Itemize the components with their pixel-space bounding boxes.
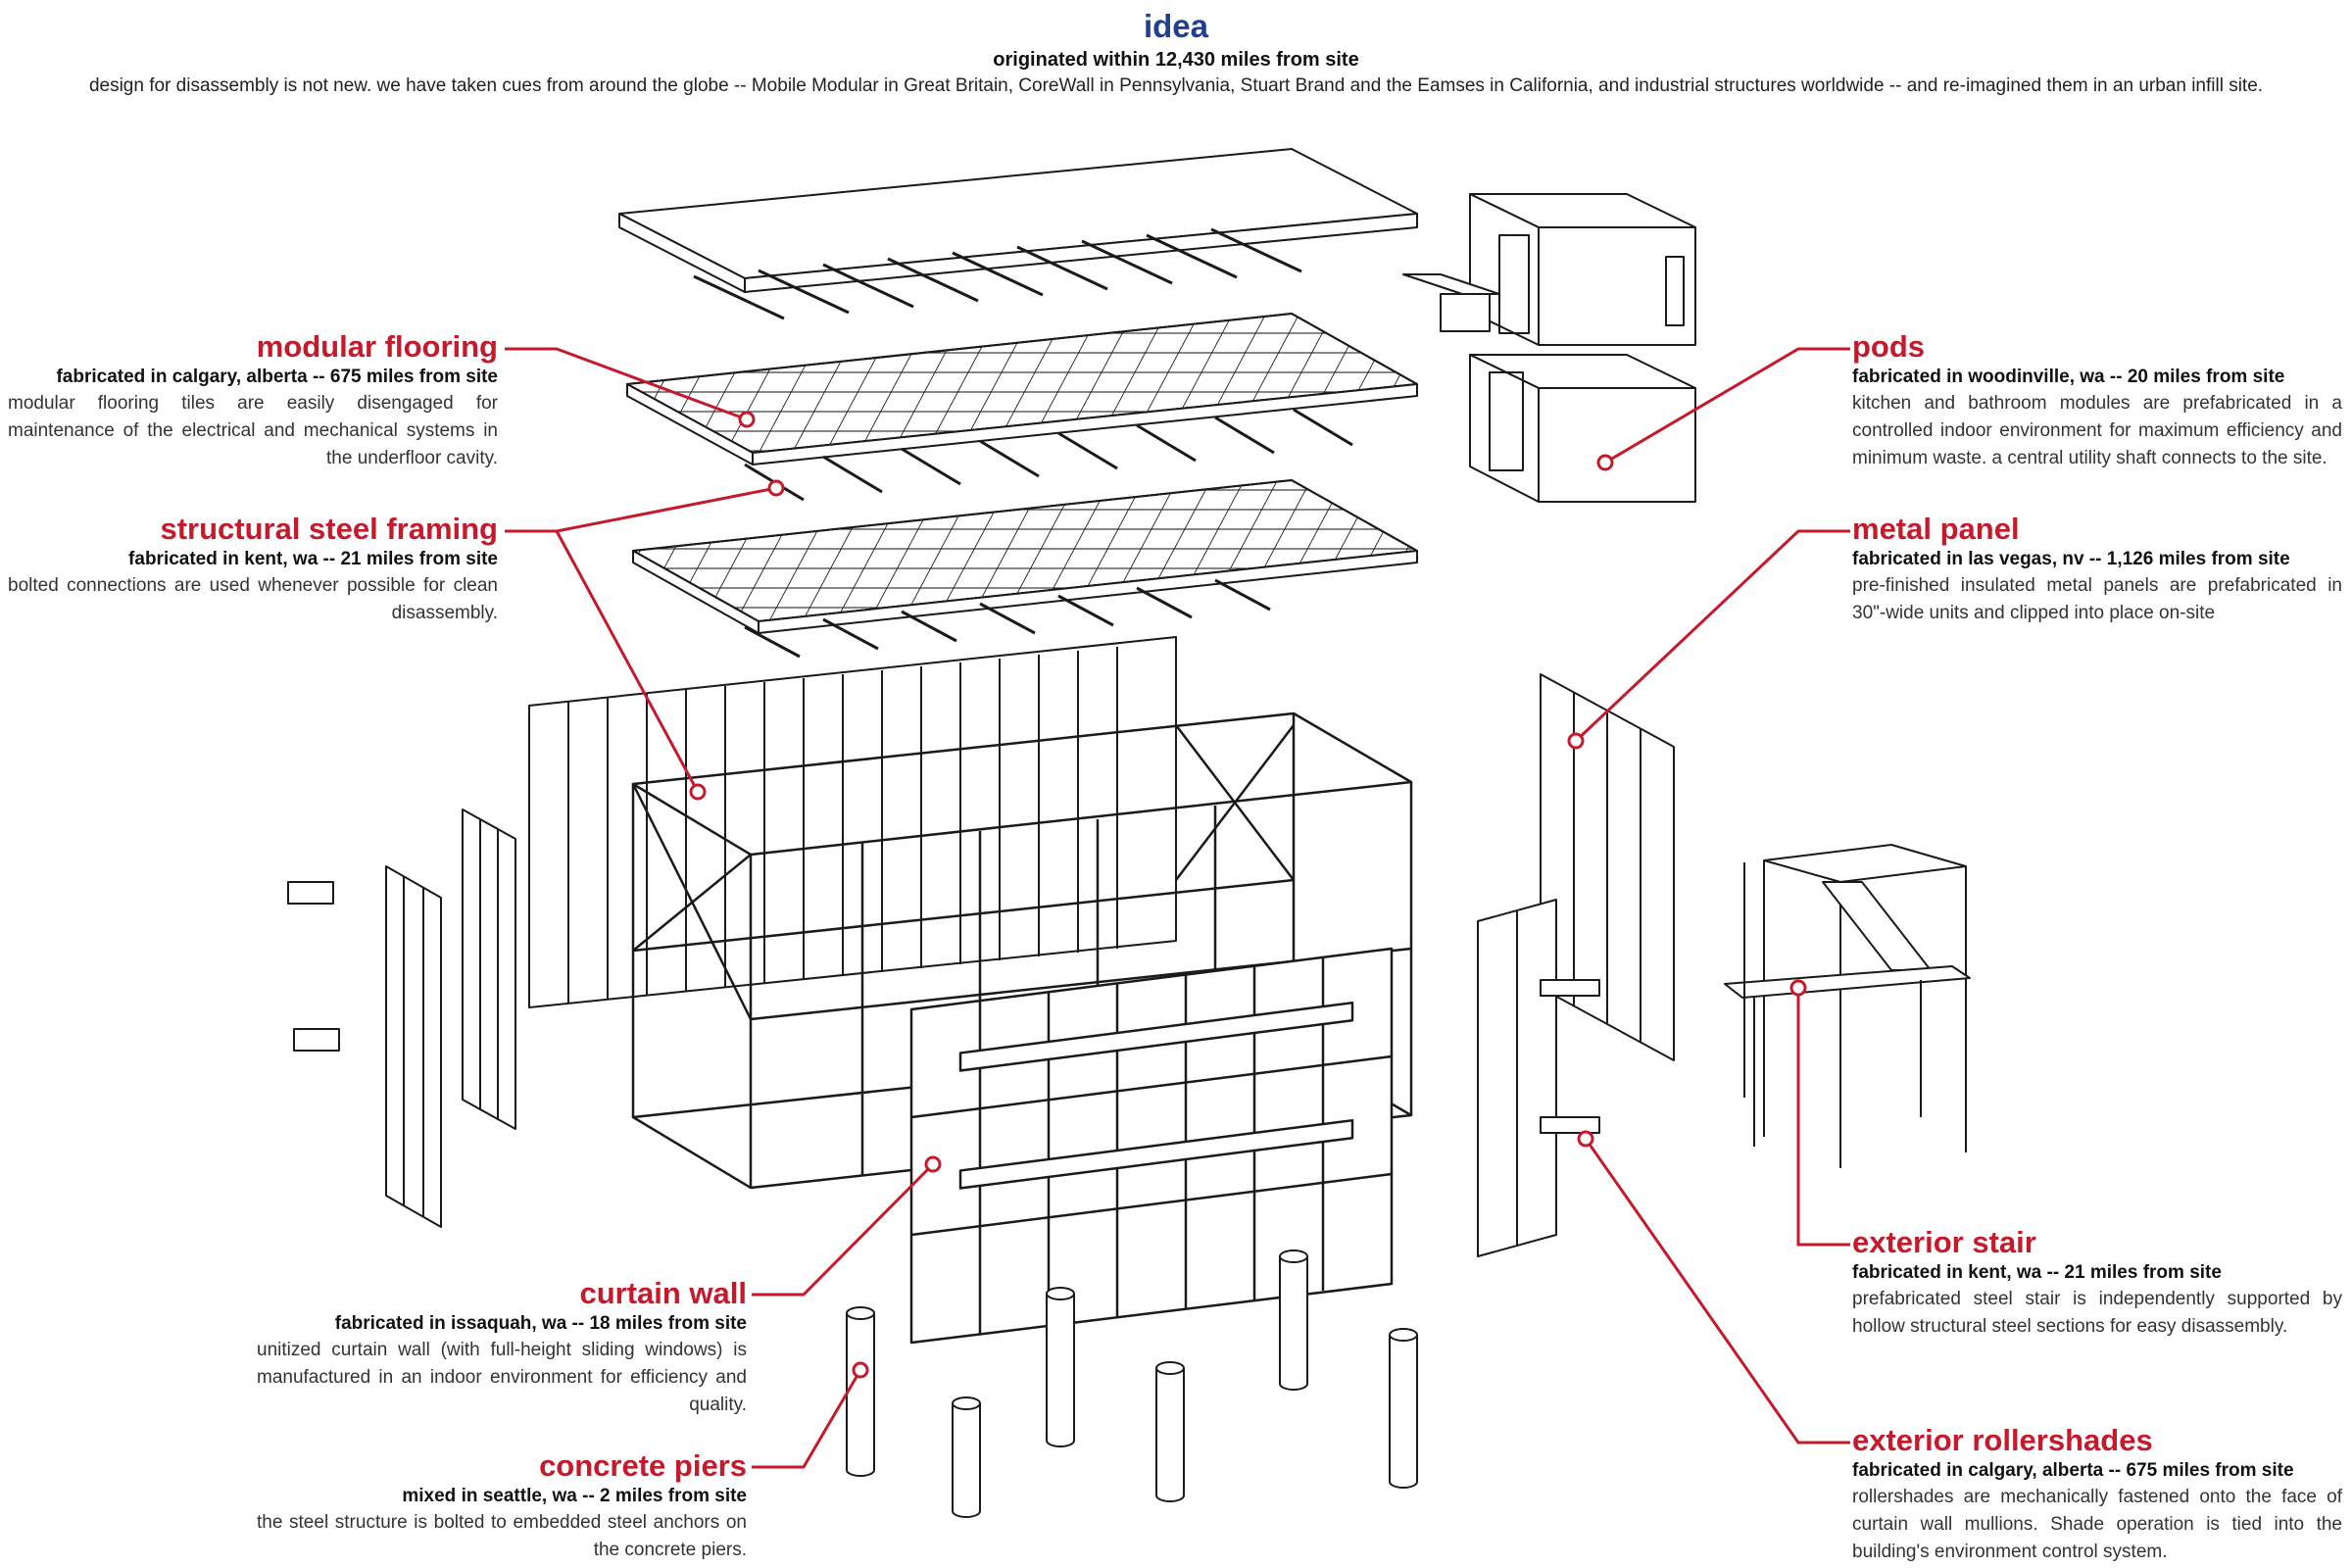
leader-exterior-stair (1796, 988, 1850, 1247)
label-source: fabricated in las vegas, nv -- 1,126 mil… (1852, 549, 2290, 569)
label-description: modular flooring tiles are easily diseng… (8, 393, 498, 468)
label-title: modular flooring (256, 329, 498, 364)
curtain-wall (909, 947, 1394, 1345)
dot-modular-flooring (738, 411, 756, 428)
label-description: bolted connections are used whenever pos… (8, 575, 498, 623)
leader-structural-framing-a (505, 486, 777, 533)
label-source: fabricated in woodinville, wa -- 20 mile… (1852, 367, 2285, 387)
label-source: fabricated in kent, wa -- 21 miles from … (1852, 1262, 2222, 1283)
label-description: kitchen and bathroom modules are prefabr… (1852, 393, 2342, 468)
label-modular-flooring: modular flooring fabricated in calgary, … (8, 329, 498, 472)
label-title: pods (1852, 329, 1926, 364)
label-metal-panel: metal panel fabricated in las vegas, nv … (1852, 512, 2342, 627)
leader-modular-flooring (505, 347, 748, 421)
dot-metal-panel (1567, 732, 1585, 750)
left-side-panels (287, 808, 516, 1228)
label-title: concrete piers (539, 1448, 747, 1483)
label-title: exterior rollershades (1852, 1423, 2153, 1457)
leader-pods (1604, 347, 1850, 465)
label-title: exterior stair (1852, 1225, 2036, 1259)
label-title: metal panel (1852, 512, 2020, 546)
dot-pods (1596, 454, 1614, 471)
callout-leaders (505, 347, 1850, 1469)
leader-curtain-wall (752, 1162, 935, 1297)
concrete-piers (846, 1250, 1418, 1518)
label-source: mixed in seattle, wa -- 2 miles from sit… (402, 1486, 747, 1506)
label-source: fabricated in issaquah, wa -- 18 miles f… (334, 1313, 747, 1334)
label-source: fabricated in calgary, alberta -- 675 mi… (56, 367, 498, 387)
diagram-subtitle: originated within 12,430 miles from site (993, 49, 1359, 71)
dot-structural-framing-b (689, 783, 707, 801)
label-description: unitized curtain wall (with full-height … (257, 1340, 747, 1415)
roof-joists (693, 227, 1302, 320)
floor-joists-upper (744, 408, 1353, 502)
label-source: fabricated in calgary, alberta -- 675 mi… (1852, 1460, 2294, 1481)
side-curtain-wall (1477, 899, 1600, 1257)
label-description: the steel structure is bolted to embedde… (257, 1512, 747, 1560)
dot-exterior-rollershades (1577, 1130, 1594, 1148)
roof-slab (618, 148, 1418, 293)
leader-structural-framing-b (555, 530, 700, 793)
dot-curtain-wall (924, 1155, 942, 1173)
label-exterior-stair: exterior stair fabricated in kent, wa --… (1852, 1225, 2342, 1341)
leader-metal-panel (1574, 529, 1850, 743)
right-metal-panel (1540, 673, 1675, 1061)
leader-concrete-piers (752, 1369, 862, 1469)
label-structural-steel-framing: structural steel framing fabricated in k… (8, 512, 498, 627)
modular-floor-lower (632, 479, 1418, 634)
modular-floor-upper (626, 313, 1418, 466)
diagram-description: design for disassembly is not new. we ha… (88, 75, 2264, 96)
diagram-title: idea (1143, 8, 1209, 44)
label-concrete-piers: concrete piers mixed in seattle, wa -- 2… (257, 1448, 747, 1564)
label-title: curtain wall (579, 1276, 747, 1310)
leader-exterior-rollershades (1584, 1138, 1850, 1445)
dot-structural-framing-a (767, 479, 785, 497)
exterior-stair (1724, 844, 1971, 1168)
label-pods: pods fabricated in woodinville, wa -- 20… (1852, 329, 2342, 472)
back-metal-panel-wall (528, 636, 1177, 1008)
kitchen-pod (1402, 193, 1696, 346)
label-title: structural steel framing (160, 512, 498, 546)
label-exterior-rollershades: exterior rollershades fabricated in calg… (1852, 1423, 2342, 1566)
label-description: pre-finished insulated metal panels are … (1852, 575, 2342, 623)
bathroom-pod (1469, 354, 1696, 503)
dot-exterior-stair (1789, 979, 1807, 997)
label-source: fabricated in kent, wa -- 21 miles from … (128, 549, 498, 569)
label-description: prefabricated steel stair is independent… (1852, 1289, 2342, 1337)
dot-concrete-piers (852, 1361, 869, 1379)
floor-joists-lower (744, 578, 1271, 659)
label-curtain-wall: curtain wall fabricated in issaquah, wa … (257, 1276, 747, 1419)
label-description: rollershades are mechanically fastened o… (1852, 1487, 2342, 1562)
